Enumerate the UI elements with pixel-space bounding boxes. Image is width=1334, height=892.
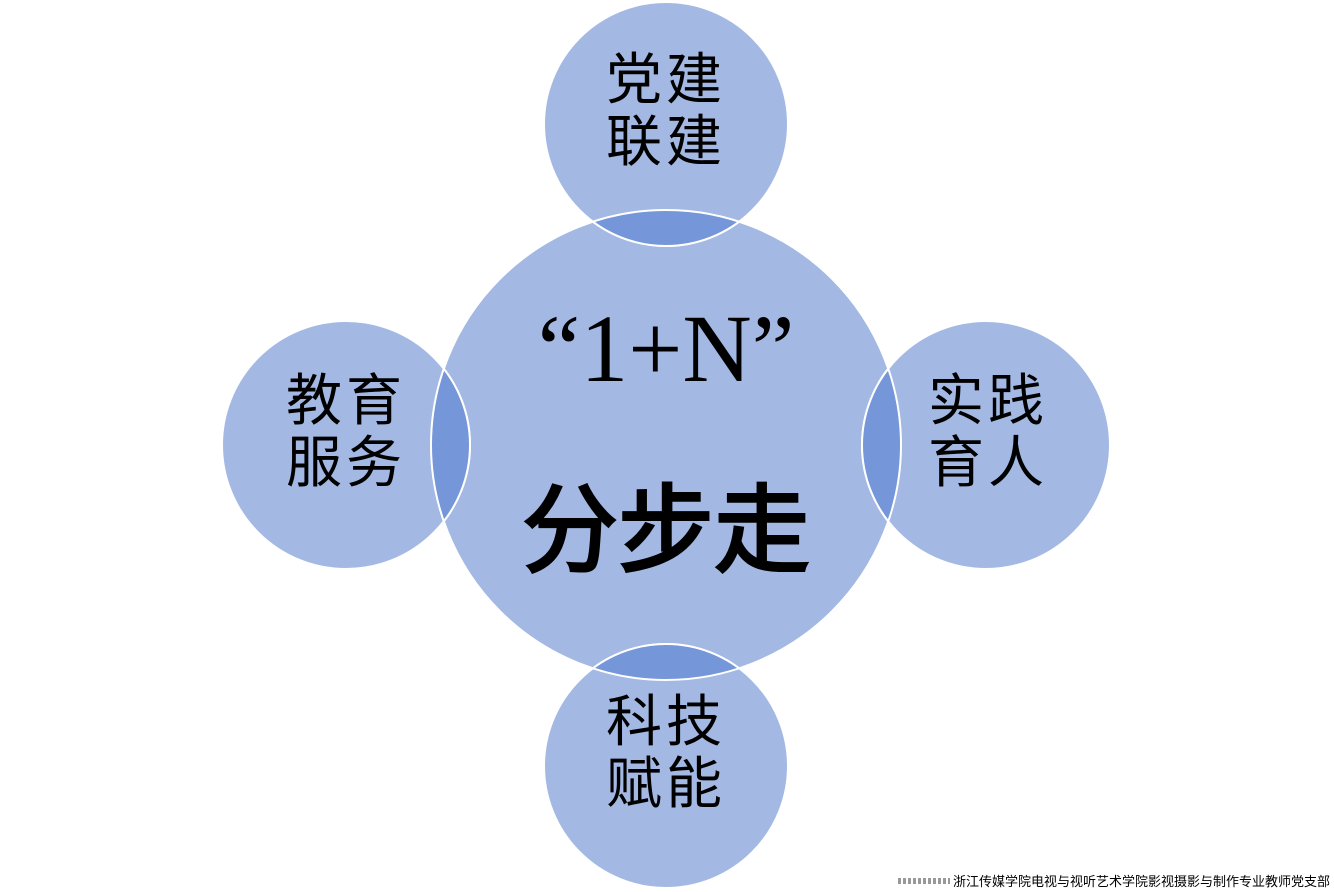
right-overlap xyxy=(861,320,901,570)
center-subtitle: 分步走 xyxy=(522,474,810,587)
node-left-line2: 服务 xyxy=(286,430,406,496)
logo-icon xyxy=(897,877,950,884)
node-left: 教育 服务 xyxy=(246,371,446,494)
top-overlap xyxy=(543,210,789,247)
node-bottom-line1: 科技 xyxy=(606,690,726,755)
bottom-overlap xyxy=(543,643,789,680)
footer-text: 浙江传媒学院电视与视听艺术学院影视摄影与制作专业教师党支部 xyxy=(952,875,1330,890)
left-overlap xyxy=(431,320,471,570)
footer: 浙江传媒学院电视与视听艺术学院影视摄影与制作专业教师党支部 xyxy=(897,871,1330,890)
node-left-line1: 教育 xyxy=(286,369,406,434)
node-right: 实践 育人 xyxy=(888,371,1088,494)
center-title: “1+N” xyxy=(537,295,795,402)
node-right-line1: 实践 xyxy=(928,369,1048,434)
center-circle xyxy=(430,209,902,681)
node-bottom: 科技 赋能 xyxy=(566,692,766,815)
node-top-line1: 党建 xyxy=(606,48,726,113)
node-top-line2: 联建 xyxy=(606,109,726,175)
node-bottom-line2: 赋能 xyxy=(606,751,726,817)
node-right-line2: 育人 xyxy=(928,430,1048,496)
node-top: 党建 联建 xyxy=(566,50,766,173)
